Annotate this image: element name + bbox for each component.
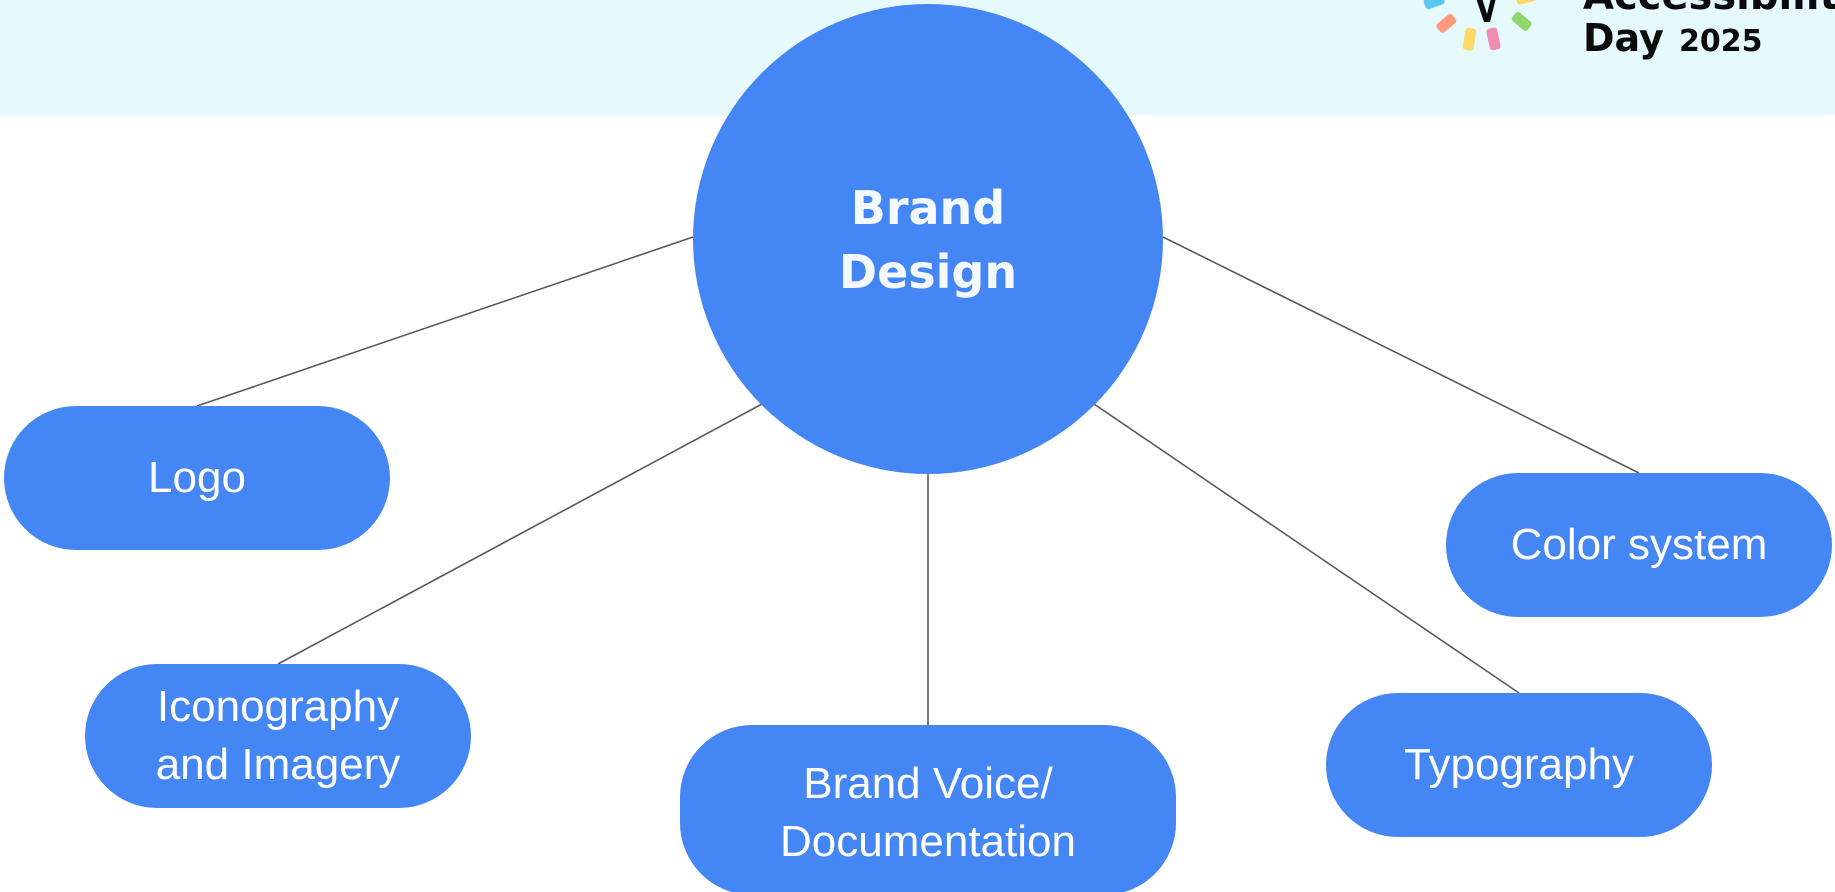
node-color-system: Color system <box>1446 473 1832 617</box>
logo-ray-blue <box>1423 0 1445 10</box>
node-logo-label: Logo <box>148 453 246 502</box>
accessibility-day-logo <box>1423 0 1537 51</box>
logo-ray-yellow <box>1462 27 1477 51</box>
node-iconography-label: Iconography and Imagery <box>156 678 401 794</box>
logo-ray-orange <box>1436 13 1457 33</box>
wordmark-day: Day <box>1583 16 1664 60</box>
logo-ray-pink <box>1486 27 1501 51</box>
node-brand-voice: Brand Voice/ Documentation <box>680 725 1176 892</box>
node-iconography-line1: Iconography <box>156 682 400 731</box>
center-label-line1: Brand <box>850 181 1006 235</box>
logo-figure-icon <box>1476 0 1496 22</box>
center-label-line2: Design <box>838 245 1018 299</box>
connector-iconography <box>277 403 763 665</box>
node-brand-voice-line2: Documentation <box>780 817 1076 866</box>
wordmark-line2: Day 2025 <box>1583 16 1777 71</box>
wordmark-year: 2025 <box>1679 24 1763 59</box>
node-typography: Typography <box>1326 693 1712 837</box>
center-node-label: Brand Design <box>798 176 1058 304</box>
logo-ray-yellow-top <box>1515 0 1537 5</box>
wordmark-line1: Accessibility <box>1583 0 1835 16</box>
node-color-system-label: Color system <box>1510 520 1768 569</box>
center-node-brand-design: Brand Design <box>693 4 1163 474</box>
node-typography-label: Typography <box>1404 740 1634 789</box>
connector-typography <box>1093 403 1520 694</box>
node-iconography: Iconography and Imagery <box>85 664 471 808</box>
node-brand-voice-line1: Brand Voice/ <box>803 759 1053 808</box>
logo-ray-green <box>1511 11 1532 31</box>
node-brand-voice-label: Brand Voice/ Documentation <box>780 755 1076 871</box>
connector-logo <box>196 236 694 407</box>
connector-color <box>1162 236 1640 474</box>
node-iconography-line2: and Imagery <box>155 740 401 789</box>
node-logo: Logo <box>4 406 390 550</box>
